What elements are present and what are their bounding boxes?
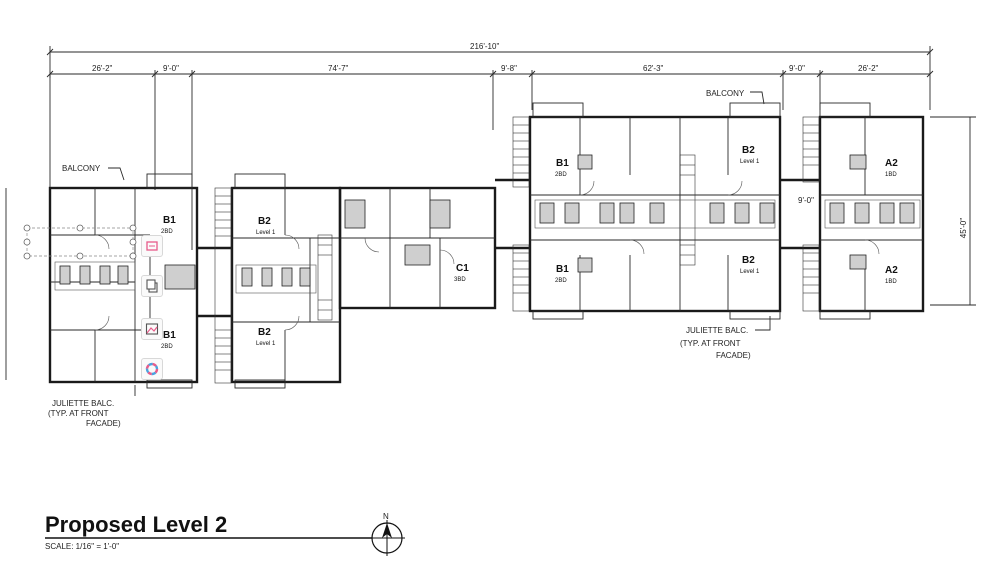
unit-sub: Level 1 xyxy=(740,269,760,275)
crop-tool-button[interactable] xyxy=(141,235,163,257)
color-wheel-icon xyxy=(145,362,159,376)
dimension-strings: 216'-10" 26'-2" 9'-0" 74'-7" 9'-8" 62'-3… xyxy=(5,42,976,380)
copy-icon xyxy=(146,279,158,293)
dim-segment-4: 9'-8" xyxy=(501,64,517,73)
unit-sub: 2BD xyxy=(161,229,173,235)
dim-inner: 9'-0" xyxy=(798,196,814,205)
unit-label: B1 xyxy=(163,215,176,226)
unit-label: B2 xyxy=(258,216,271,227)
dim-segment-2: 9'-0" xyxy=(163,64,179,73)
dim-segment-6: 9'-0" xyxy=(789,64,805,73)
unit-sub: 3BD xyxy=(454,277,466,283)
page-title: Proposed Level 2 xyxy=(45,512,227,537)
door-swings xyxy=(94,180,880,331)
unit-label: A2 xyxy=(885,158,898,169)
dim-segment-5: 62'-3" xyxy=(643,64,664,73)
juliette-note-left-1: JULIETTE BALC. xyxy=(52,399,114,408)
unit-label: B2 xyxy=(742,145,755,156)
unit-sub: 2BD xyxy=(555,278,567,284)
unit-label: B1 xyxy=(163,330,176,341)
north-label: N xyxy=(383,512,389,521)
unit-sub: 2BD xyxy=(161,344,173,350)
unit-sub: Level 1 xyxy=(740,159,760,165)
dim-segment-1: 26'-2" xyxy=(92,64,113,73)
unit-label: B2 xyxy=(258,327,271,338)
building-walls xyxy=(48,102,925,389)
dim-segment-7: 26'-2" xyxy=(858,64,879,73)
interior-walls xyxy=(50,117,923,382)
callouts: BALCONY BALCONY JULIETTE BALC. (TYP. AT … xyxy=(48,89,771,428)
unit-sub: Level 1 xyxy=(256,230,276,236)
balcony-note-right: BALCONY xyxy=(706,89,745,98)
bathroom-fixtures xyxy=(54,154,921,294)
unit-label: B2 xyxy=(742,255,755,266)
unit-sub: Level 1 xyxy=(256,341,276,347)
dim-overall: 216'-10" xyxy=(470,42,499,51)
copy-tool-button[interactable] xyxy=(141,275,163,297)
unit-label: A2 xyxy=(885,265,898,276)
crop-icon xyxy=(146,241,158,251)
juliette-note-right-2: (TYP. AT FRONT xyxy=(680,339,741,348)
unit-label: B1 xyxy=(556,158,569,169)
image-edit-icon xyxy=(145,323,159,335)
unit-label: B1 xyxy=(556,264,569,275)
unit-sub: 1BD xyxy=(885,279,897,285)
unit-sub: 2BD xyxy=(555,172,567,178)
title-block: Proposed Level 2 SCALE: 1/16" = 1'-0" xyxy=(45,512,372,551)
unit-labels: B1 2BD B1 2BD B2 Level 1 B2 Level 1 C1 3… xyxy=(161,145,898,350)
dim-segment-3: 74'-7" xyxy=(328,64,349,73)
juliette-note-right-3: FACADE) xyxy=(716,351,751,360)
selection-frame[interactable] xyxy=(23,224,137,260)
balcony-note-left: BALCONY xyxy=(62,164,101,173)
color-tool-button[interactable] xyxy=(141,358,163,380)
dim-depth: 45'-0" xyxy=(959,218,968,239)
juliette-note-left-2: (TYP. AT FRONT xyxy=(48,409,109,418)
north-arrow-icon: N xyxy=(369,512,405,556)
unit-label: C1 xyxy=(456,263,469,274)
juliette-note-left-3: FACADE) xyxy=(86,419,121,428)
stairs xyxy=(214,116,820,384)
image-edit-tool-button[interactable] xyxy=(141,318,163,340)
scale-note: SCALE: 1/16" = 1'-0" xyxy=(45,542,119,551)
unit-sub: 1BD xyxy=(885,172,897,178)
juliette-note-right-1: JULIETTE BALC. xyxy=(686,326,748,335)
